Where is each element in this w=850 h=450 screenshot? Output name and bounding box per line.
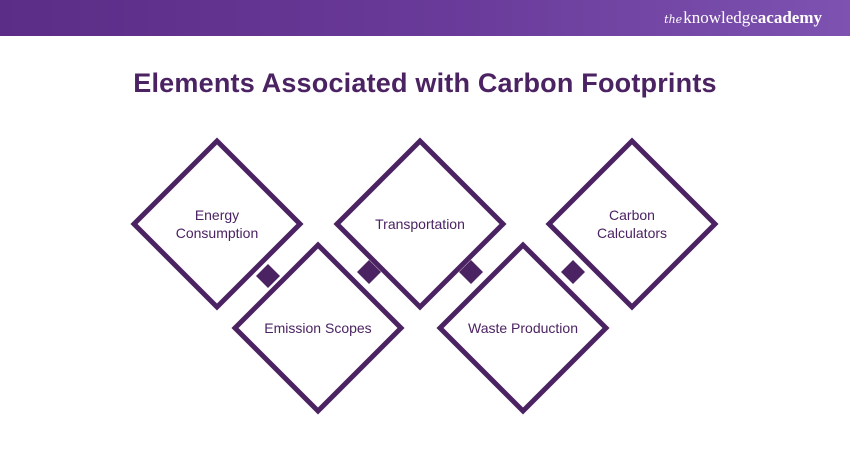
diamond-carbon-calculators — [545, 137, 719, 311]
diamond-emission-scopes — [231, 241, 405, 415]
label-emission-scopes: Emission Scopes — [264, 320, 371, 336]
diamond-energy-consumption — [130, 137, 304, 311]
connector-3 — [459, 260, 483, 284]
diamond-transportation — [333, 137, 507, 311]
page-title: Elements Associated with Carbon Footprin… — [133, 68, 717, 98]
brand-academy: academy — [757, 8, 822, 27]
connector-1 — [256, 264, 280, 288]
label-energy-line2: Consumption — [176, 225, 259, 241]
header-bar: theknowledgeacademy — [0, 0, 850, 36]
brand-knowledge: knowledge — [683, 8, 758, 27]
label-carbon-line2: Calculators — [597, 225, 667, 241]
brand-logo: theknowledgeacademy — [664, 8, 822, 28]
diamond-waste-production — [436, 241, 610, 415]
diamonds — [130, 137, 719, 415]
label-transportation: Transportation — [375, 216, 465, 232]
connectors — [256, 260, 585, 288]
connector-2 — [357, 260, 381, 284]
labels: Energy Consumption Emission Scopes Trans… — [176, 207, 667, 336]
label-energy-line1: Energy — [195, 207, 239, 223]
label-waste-production: Waste Production — [468, 320, 578, 336]
label-carbon-line1: Carbon — [609, 207, 655, 223]
connector-4 — [561, 260, 585, 284]
brand-the: the — [664, 13, 683, 26]
